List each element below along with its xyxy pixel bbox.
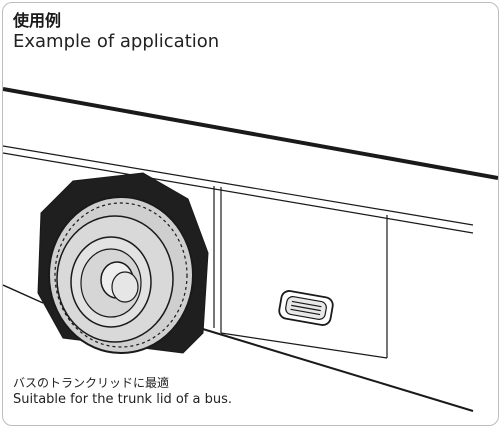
wheel-hub-cap bbox=[111, 271, 139, 303]
title-japanese: 使用例 bbox=[13, 11, 62, 30]
title-block: 使用例 Example of application bbox=[13, 11, 219, 53]
bus-body-bottom-left bbox=[3, 284, 44, 304]
caption-english: Suitable for the trunk lid of a bus. bbox=[13, 392, 232, 407]
bus-trim-line-upper bbox=[3, 145, 474, 226]
tire-tread bbox=[54, 202, 188, 348]
bus-bottom-line bbox=[182, 322, 474, 412]
bus-illustration bbox=[3, 87, 498, 412]
trunk-lid-bottom bbox=[220, 332, 388, 359]
title-english: Example of application bbox=[13, 31, 220, 52]
trunk-latch bbox=[278, 290, 334, 326]
caption-japanese: バスのトランクリッドに最適 bbox=[13, 376, 170, 390]
caption-block: バスのトランクリッドに最適 Suitable for the trunk lid… bbox=[13, 375, 236, 408]
bus-trim-line-lower bbox=[3, 152, 474, 234]
bus-roof-line bbox=[3, 87, 498, 180]
